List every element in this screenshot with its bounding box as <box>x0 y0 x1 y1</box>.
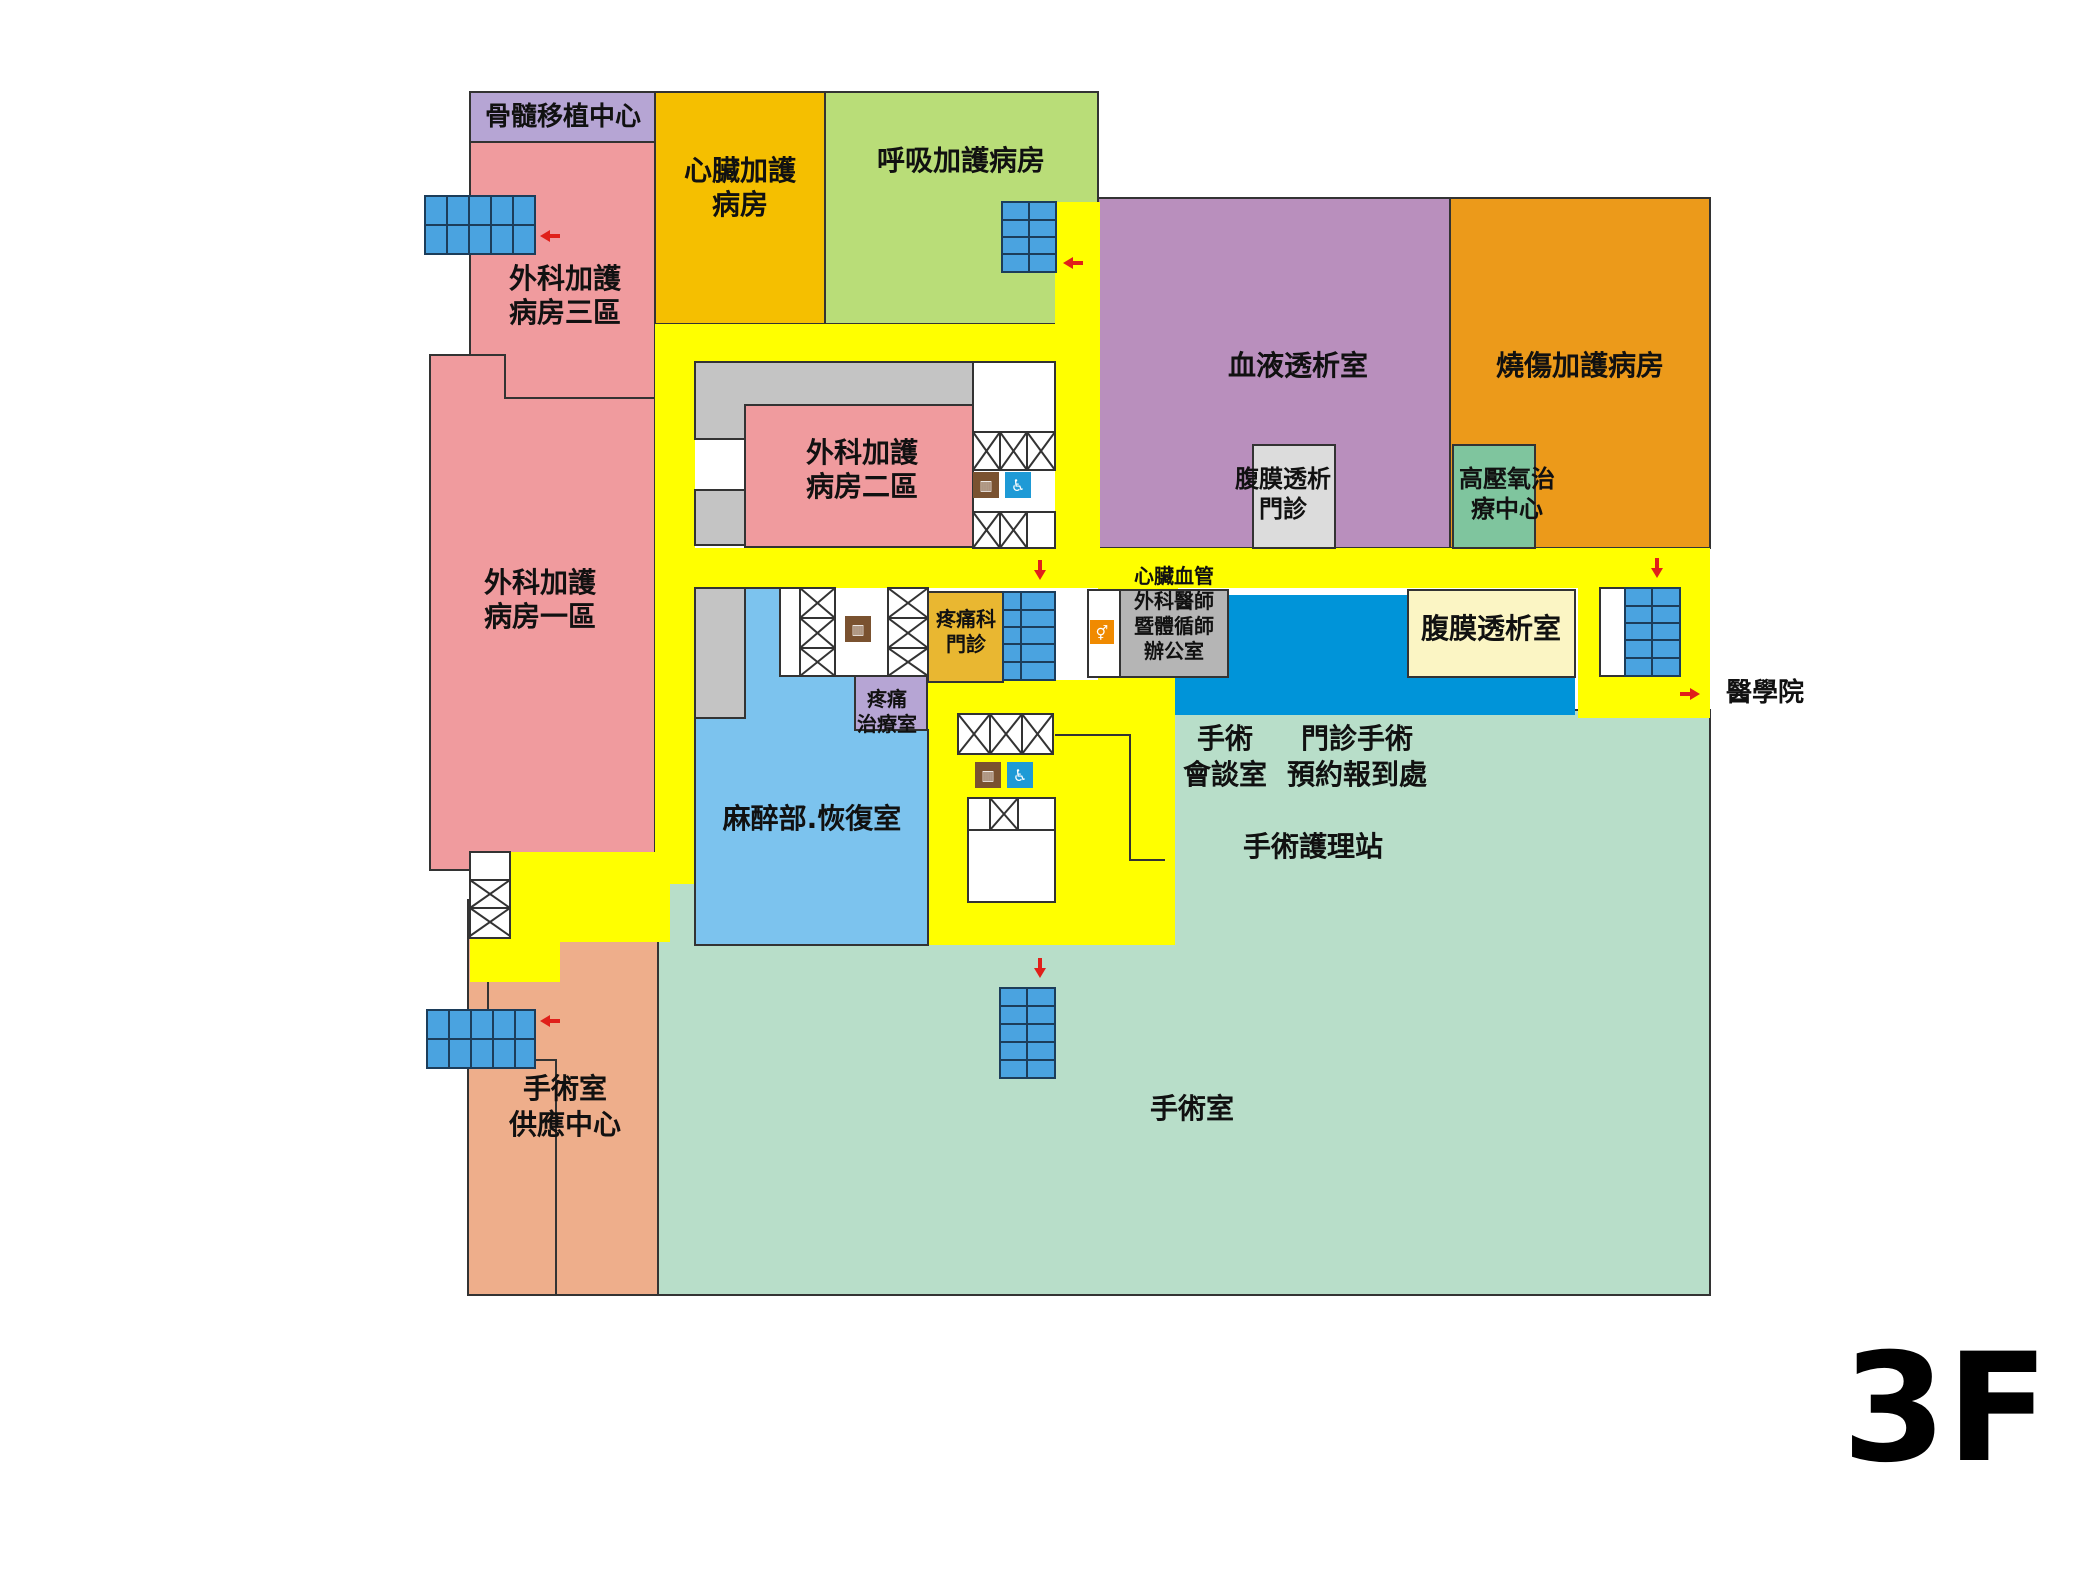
elevator-icon: ▥ <box>845 616 871 642</box>
outpatient-surgery-label-line: 門診手術 <box>1301 722 1413 755</box>
nurse-station-label-line: 手術護理站 <box>1243 830 1383 863</box>
restroom-icon: ⚥ <box>1090 620 1114 644</box>
consult-label-line: 會談室 <box>1183 758 1267 791</box>
anesthesia-label-line: 麻醉部.恢復室 <box>723 802 902 835</box>
svg-text:♿: ♿ <box>1011 476 1025 495</box>
pain-clinic-label-line: 疼痛科 <box>936 607 996 631</box>
surgical-icu-1-label: 外科加護病房一區 <box>484 566 597 633</box>
peritoneal-room-area <box>1407 589 1576 678</box>
room-white <box>972 361 1056 433</box>
cardio-office-label-line: 外科醫師 <box>1134 589 1214 613</box>
service-block <box>694 587 746 719</box>
pain-clinic-label: 疼痛科門診 <box>936 607 996 656</box>
supply-center-label-line: 供應中心 <box>508 1108 621 1141</box>
pain-treatment-label-line: 疼痛 <box>867 687 907 711</box>
peritoneal-room-label: 腹膜透析室 <box>1421 612 1561 645</box>
medical-school-exit-label: 醫學院 <box>1726 677 1804 708</box>
surgical-icu-3-label-line: 病房三區 <box>509 296 621 329</box>
anesthesia-label: 麻醉部.恢復室 <box>723 802 902 835</box>
surgical-icu-1-label-line: 外科加護 <box>484 566 597 599</box>
cardio-office-label: 心臟血管外科醫師暨體循師辦公室 <box>1134 564 1214 663</box>
surgical-icu-2-label: 外科加護病房二區 <box>806 436 919 503</box>
bone-marrow-label: 骨髓移植中心 <box>485 102 641 132</box>
cardiac-icu-label-line: 心臟加護 <box>684 154 797 187</box>
cardio-office-label-line: 暨體循師 <box>1134 614 1214 638</box>
surgical-icu-3-label: 外科加護病房三區 <box>509 262 622 329</box>
elevator-icon <box>972 511 1056 549</box>
svg-text:♿: ♿ <box>1013 766 1027 785</box>
svg-text:▥: ▥ <box>981 768 994 784</box>
hyperbaric-area <box>1452 444 1536 549</box>
room-white <box>967 829 1056 903</box>
stairs-icon <box>1001 201 1057 273</box>
pain-clinic-label-line: 門診 <box>946 632 987 656</box>
svg-text:▥: ▥ <box>979 478 992 494</box>
outpatient-surgery-label-line: 預約報到處 <box>1287 758 1427 791</box>
surgical-icu-2-label-line: 病房二區 <box>806 470 918 503</box>
stairs-icon <box>1624 587 1681 677</box>
room-white <box>1599 587 1626 677</box>
peritoneal-room-label-line: 腹膜透析室 <box>1421 612 1561 645</box>
peritoneal-clinic-area <box>1252 444 1336 549</box>
hemodialysis-label-line: 血液透析室 <box>1228 349 1368 382</box>
pain-treatment-label: 疼痛治療室 <box>857 687 917 736</box>
elevator-icon <box>469 851 511 939</box>
surgical-icu-3-label-line: 外科加護 <box>509 262 622 295</box>
hyperbaric-label: 高壓氧治療中心 <box>1459 465 1555 523</box>
surgical-icu-2-label-line: 外科加護 <box>806 436 919 469</box>
nurse-station-label: 手術護理站 <box>1243 830 1383 863</box>
surgical-icu-1-label-line: 病房一區 <box>484 600 596 633</box>
cardio-office-label-line: 心臟血管 <box>1134 564 1214 588</box>
cardiac-icu-label: 心臟加護病房 <box>684 154 797 221</box>
service-block <box>694 489 746 546</box>
hemodialysis-label: 血液透析室 <box>1228 349 1368 382</box>
stairs-icon <box>999 987 1056 1079</box>
floor-label: 3F <box>1842 1322 2049 1496</box>
respiratory-icu-label: 呼吸加護病房 <box>877 144 1045 177</box>
peritoneal-clinic-label-line: 門診 <box>1259 495 1308 523</box>
bone-marrow-label-line: 骨髓移植中心 <box>485 102 641 132</box>
hyperbaric-label-line: 高壓氧治 <box>1459 465 1555 493</box>
operating-room-label: 手術室 <box>1150 1092 1234 1125</box>
elevator-icon: ▥ <box>975 762 1001 788</box>
stairs-icon <box>424 195 536 255</box>
elevator-icon <box>967 797 1056 831</box>
cardio-office-label-line: 辦公室 <box>1144 639 1204 663</box>
cardiac-icu-label-line: 病房 <box>712 188 768 221</box>
burn-icu-label: 燒傷加護病房 <box>1496 349 1664 382</box>
elevator-icon <box>957 713 1054 755</box>
pain-treatment-label-line: 治療室 <box>857 712 917 736</box>
supply-center-label: 手術室供應中心 <box>508 1072 621 1141</box>
elevator-icon <box>887 587 929 677</box>
elevator-icon <box>779 587 836 677</box>
stairs-icon <box>1002 591 1056 681</box>
operating-room-label-line: 手術室 <box>1150 1092 1234 1125</box>
consult-label-line: 手術 <box>1197 722 1253 755</box>
consult-label: 手術會談室 <box>1183 722 1267 791</box>
cardiac-icu-area <box>654 91 826 325</box>
outpatient-surgery-label: 門診手術預約報到處 <box>1287 722 1427 791</box>
accessible-icon: ♿ <box>1005 472 1031 498</box>
accessible-icon: ♿ <box>1007 762 1033 788</box>
burn-icu-label-line: 燒傷加護病房 <box>1496 349 1664 382</box>
hyperbaric-label-line: 療中心 <box>1471 495 1543 523</box>
elevator-icon <box>972 431 1056 471</box>
pain-clinic-area <box>927 591 1004 683</box>
stairs-icon <box>426 1009 536 1069</box>
direction-arrow-icon <box>540 230 1700 1027</box>
peritoneal-clinic-label: 腹膜透析門診 <box>1235 465 1331 523</box>
elevator-icon: ▥ <box>973 472 999 498</box>
peritoneal-clinic-label-line: 腹膜透析 <box>1235 465 1331 493</box>
supply-center-label-line: 手術室 <box>523 1072 607 1105</box>
svg-text:⚥: ⚥ <box>1096 625 1109 642</box>
svg-text:▥: ▥ <box>851 622 864 638</box>
respiratory-icu-label-line: 呼吸加護病房 <box>877 144 1045 177</box>
bone-marrow-center-area <box>469 91 656 143</box>
surgical-icu-2-area <box>744 404 974 548</box>
